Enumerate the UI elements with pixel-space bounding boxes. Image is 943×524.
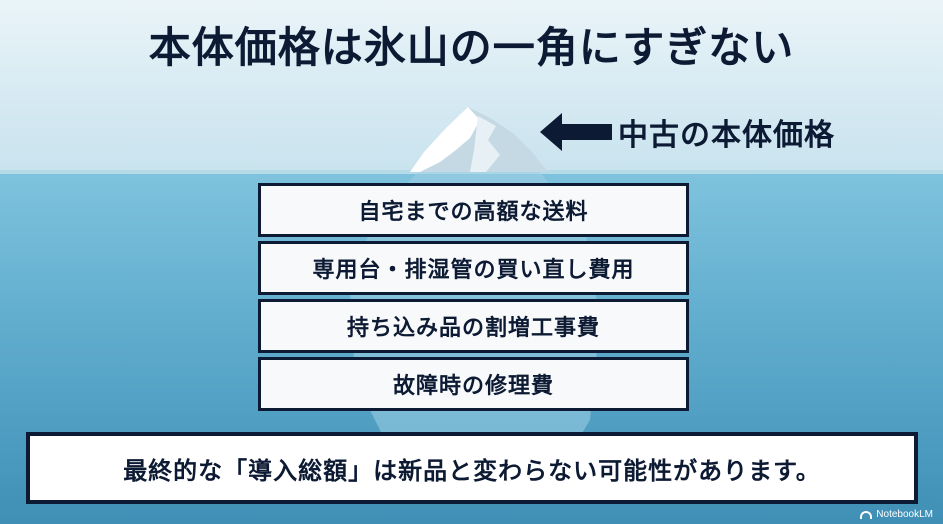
- used-price-label: 中古の本体価格: [618, 118, 835, 153]
- hidden-cost-item: 専用台・排湿管の買い直し費用: [258, 241, 689, 295]
- hidden-costs-list: 自宅までの高額な送料 専用台・排湿管の買い直し費用 持ち込み品の割増工事費 故障…: [258, 183, 689, 411]
- notebooklm-logo-icon: [860, 510, 873, 519]
- watermark-text: NotebookLM: [876, 509, 933, 520]
- watermark: NotebookLM: [860, 509, 933, 520]
- conclusion-box: 最終的な「導入総額」は新品と変わらない可能性があります。: [26, 432, 918, 504]
- hidden-cost-item: 故障時の修理費: [258, 357, 689, 411]
- hidden-cost-item: 持ち込み品の割増工事費: [258, 299, 689, 353]
- arrow-left-icon: [540, 113, 612, 151]
- page-title: 本体価格は氷山の一角にすぎない: [148, 23, 795, 72]
- hidden-cost-item: 自宅までの高額な送料: [258, 183, 689, 237]
